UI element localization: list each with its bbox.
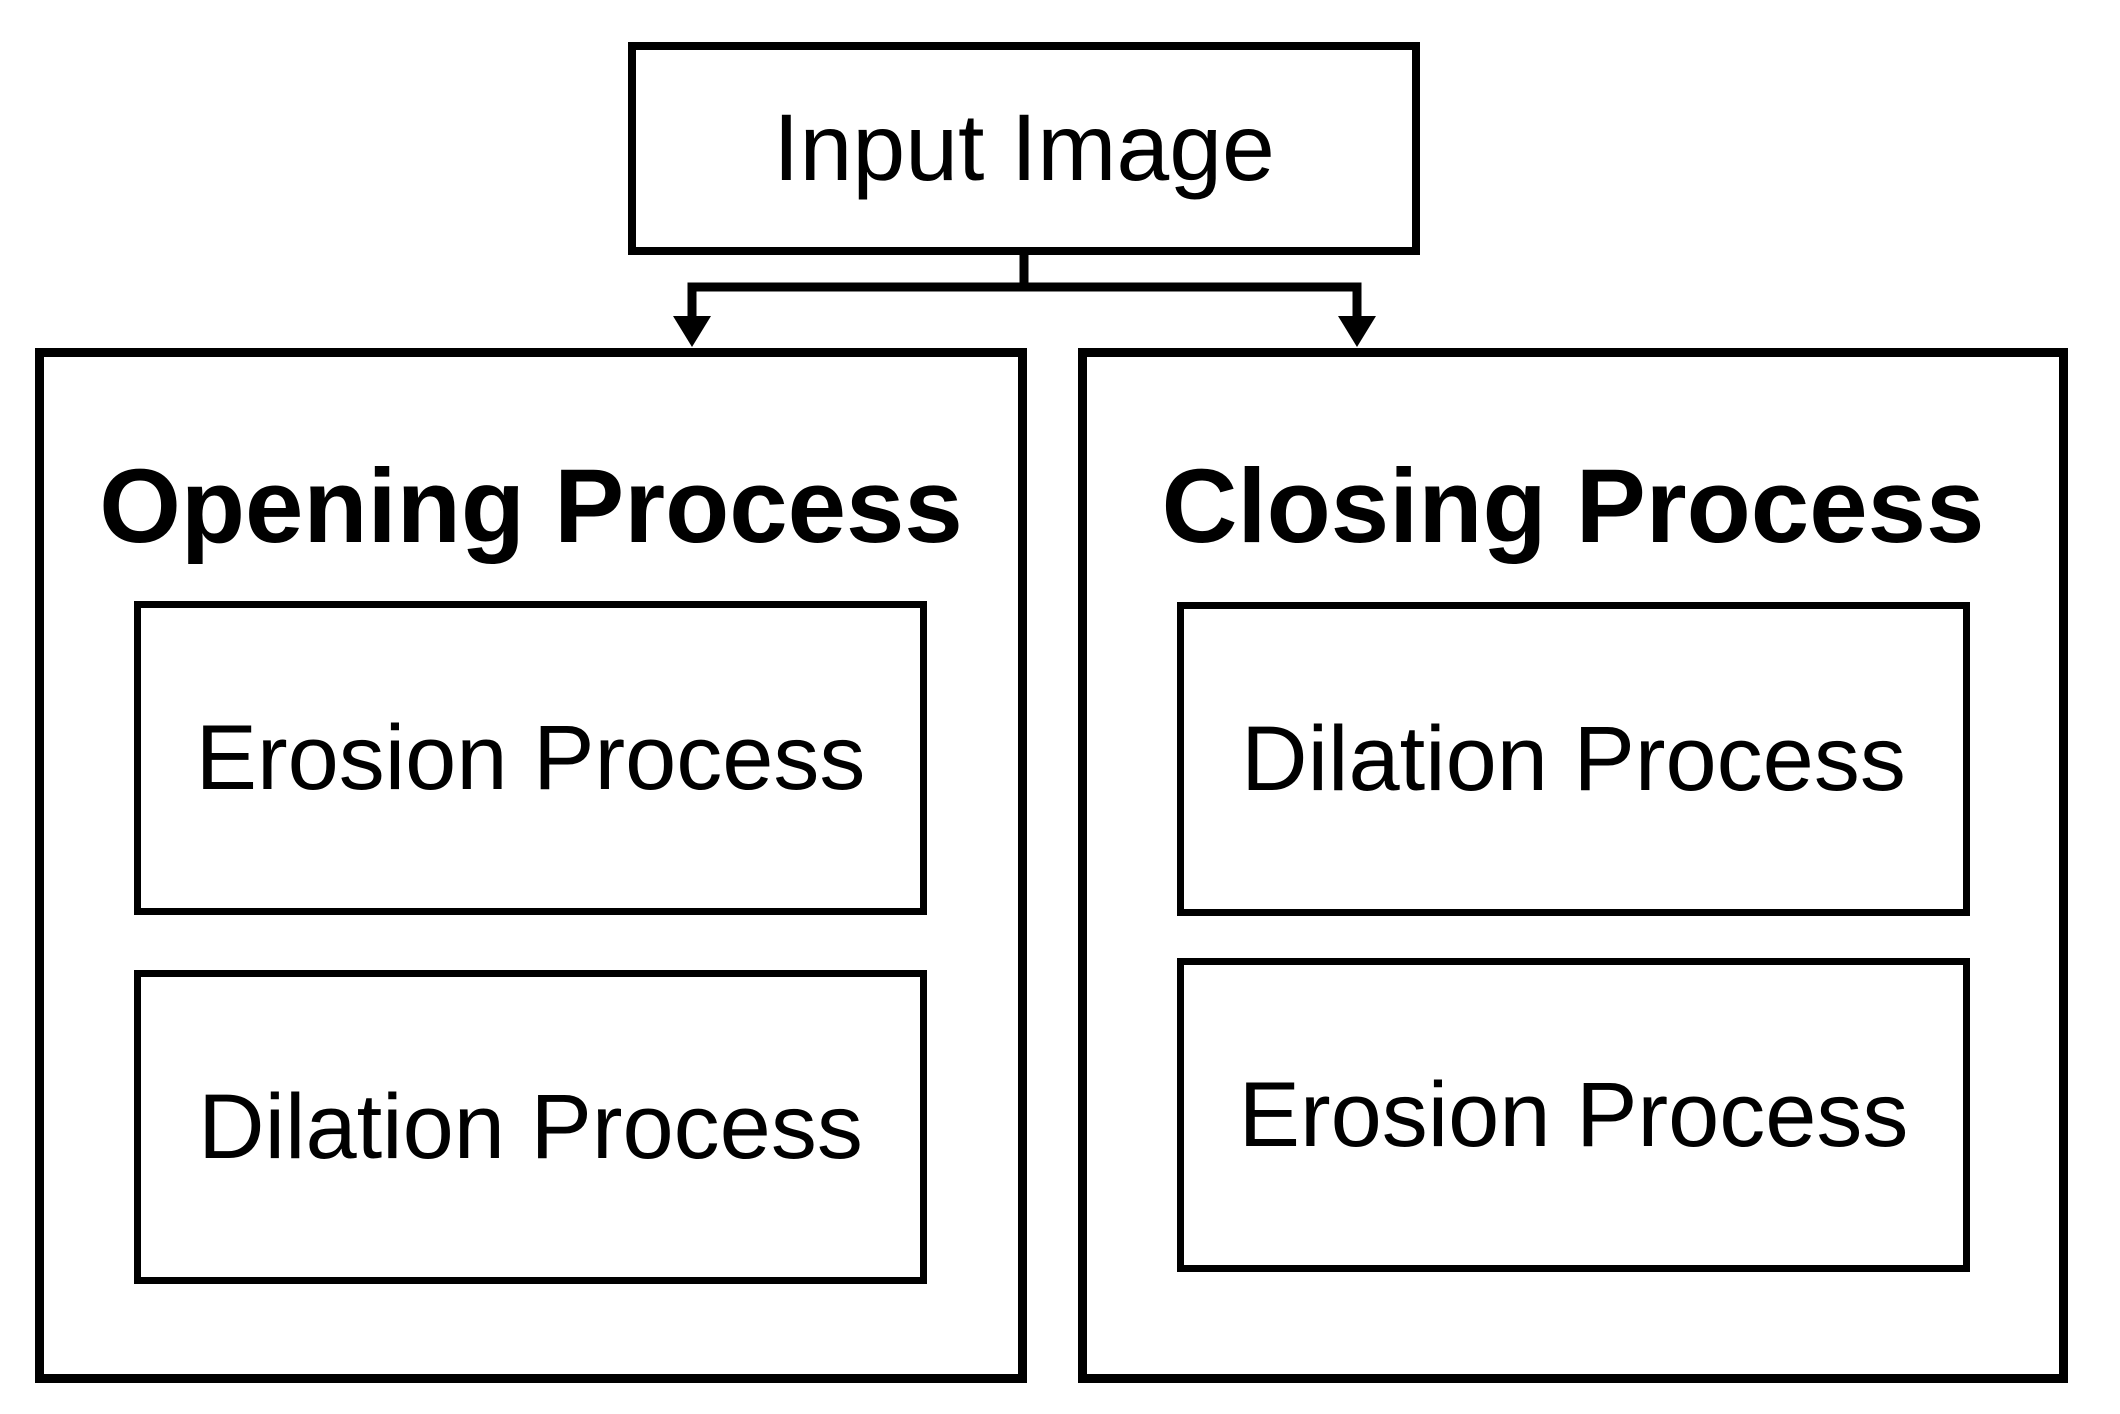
closing-step-dilation-box: Dilation Process bbox=[1177, 602, 1970, 916]
opening-step-dilation-box: Dilation Process bbox=[134, 970, 927, 1284]
opening-step-dilation-label: Dilation Process bbox=[198, 1075, 863, 1178]
closing-process-title: Closing Process bbox=[1161, 448, 1985, 565]
opening-process-title: Opening Process bbox=[99, 448, 963, 565]
closing-step-dilation-label: Dilation Process bbox=[1241, 707, 1906, 810]
input-image-box: Input Image bbox=[628, 42, 1420, 255]
closing-process-panel: Closing Process Dilation Process Erosion… bbox=[1078, 348, 2068, 1383]
right-arrowhead-icon bbox=[1338, 316, 1376, 347]
closing-step-erosion-box: Erosion Process bbox=[1177, 958, 1970, 1272]
input-image-label: Input Image bbox=[773, 95, 1275, 201]
opening-step-erosion-label: Erosion Process bbox=[195, 706, 866, 809]
opening-process-panel: Opening Process Erosion Process Dilation… bbox=[35, 348, 1027, 1383]
opening-step-erosion-box: Erosion Process bbox=[134, 601, 927, 915]
left-arrowhead-icon bbox=[673, 316, 711, 347]
closing-step-erosion-label: Erosion Process bbox=[1238, 1063, 1909, 1166]
